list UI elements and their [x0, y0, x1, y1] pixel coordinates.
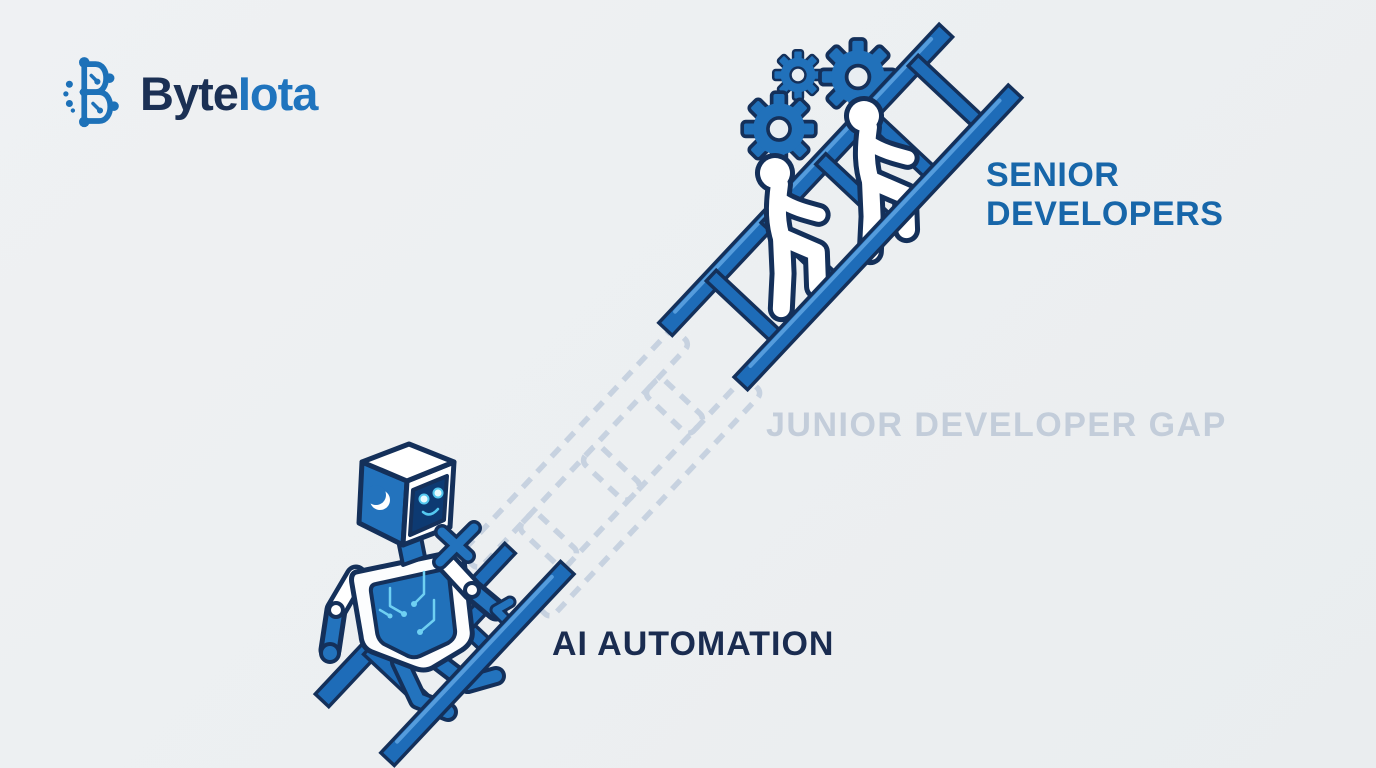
robot-chest-circuit [378, 570, 436, 635]
robot-ear-shade [366, 485, 386, 505]
brand-name: ByteIota [140, 66, 319, 120]
senior-developers-label: SENIOR DEVELOPERS [986, 156, 1223, 234]
circuit-b-logo-icon [63, 57, 119, 128]
brand-logo: ByteIota [58, 52, 319, 134]
ai-robot [318, 441, 517, 722]
robot-right-arm [436, 552, 517, 627]
senior-developers-line2: DEVELOPERS [986, 195, 1224, 233]
brand-name-part1: Byte [140, 66, 239, 120]
ai-automation-label: AI AUTOMATION [552, 625, 835, 663]
broken-rung-piece [432, 520, 482, 570]
brand-name-part2: Iota [237, 66, 319, 120]
broken-ladder-front [378, 558, 577, 768]
gap-ladder-dashed [460, 327, 763, 619]
robot-eyes [418, 487, 444, 516]
senior-ladder-front [731, 82, 1025, 393]
junior-developer-gap-label: JUNIOR DEVELOPER GAP [766, 406, 1227, 444]
robot-smile [421, 507, 440, 516]
senior-developers-line1: SENIOR [986, 156, 1120, 194]
